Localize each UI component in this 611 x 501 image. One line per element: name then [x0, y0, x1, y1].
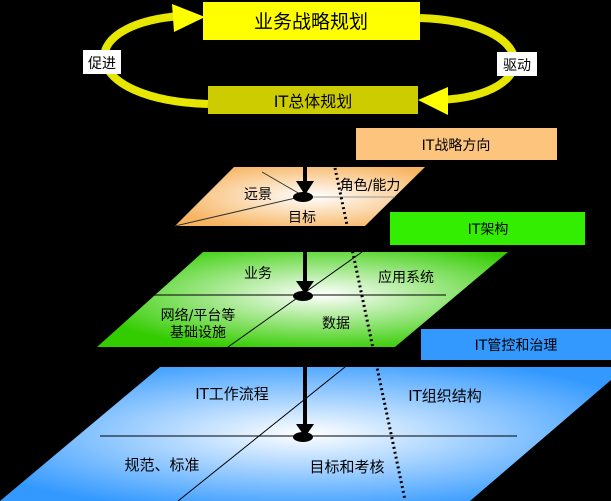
- dotted-divider: [333, 167, 407, 501]
- arrowhead-icon: [296, 281, 314, 294]
- drive-arrowhead-icon: [418, 87, 448, 115]
- strategy-divider: [174, 196, 301, 227]
- it-architecture-title: IT架构: [468, 222, 509, 238]
- promote-label-box: [83, 50, 121, 74]
- it-strategy-title-box: [356, 128, 557, 160]
- vision-cell: 远景: [244, 187, 272, 203]
- business-cell: 业务: [244, 266, 272, 282]
- data-cell: 数据: [322, 316, 350, 332]
- node-dot: [293, 291, 313, 301]
- goal-cell: 目标: [288, 210, 316, 226]
- it-workflow-cell: IT工作流程: [195, 385, 269, 403]
- it-overall-plan-box: [208, 86, 418, 114]
- infrastructure-cell: 基础设施: [170, 324, 226, 341]
- it-architecture-title-box: [390, 212, 585, 245]
- it-governance-title: IT管控和治理: [475, 338, 558, 354]
- network-platform-cell: 网络/平台等: [161, 307, 236, 324]
- drive-label: 驱动: [503, 58, 531, 74]
- strategy-divider: [261, 171, 301, 195]
- promote-arrowhead-icon: [172, 4, 205, 32]
- it-org-structure-cell: IT组织结构: [408, 387, 482, 405]
- standards-cell: 规范、标准: [124, 456, 199, 474]
- role-capability-cell: 角色/能力: [340, 177, 401, 194]
- node-dot: [293, 432, 313, 442]
- business-strategy-label: 业务战略规划: [254, 11, 368, 33]
- business-strategy-box: [203, 2, 420, 40]
- it-governance-title-box: [421, 329, 611, 360]
- promote-label: 促进: [88, 56, 116, 72]
- drive-label-box: [497, 52, 537, 76]
- goals-assessment-cell: 目标和考核: [309, 458, 384, 476]
- arrowhead-icon: [296, 424, 314, 437]
- node-dot: [293, 192, 313, 202]
- architecture-divider: [227, 251, 363, 348]
- arrowhead-icon: [296, 181, 314, 195]
- it-overall-plan-label: IT总体规划: [274, 92, 353, 111]
- governance-divider: [177, 366, 346, 501]
- application-system-cell: 应用系统: [378, 269, 434, 286]
- it-strategy-title: IT战略方向: [422, 138, 491, 154]
